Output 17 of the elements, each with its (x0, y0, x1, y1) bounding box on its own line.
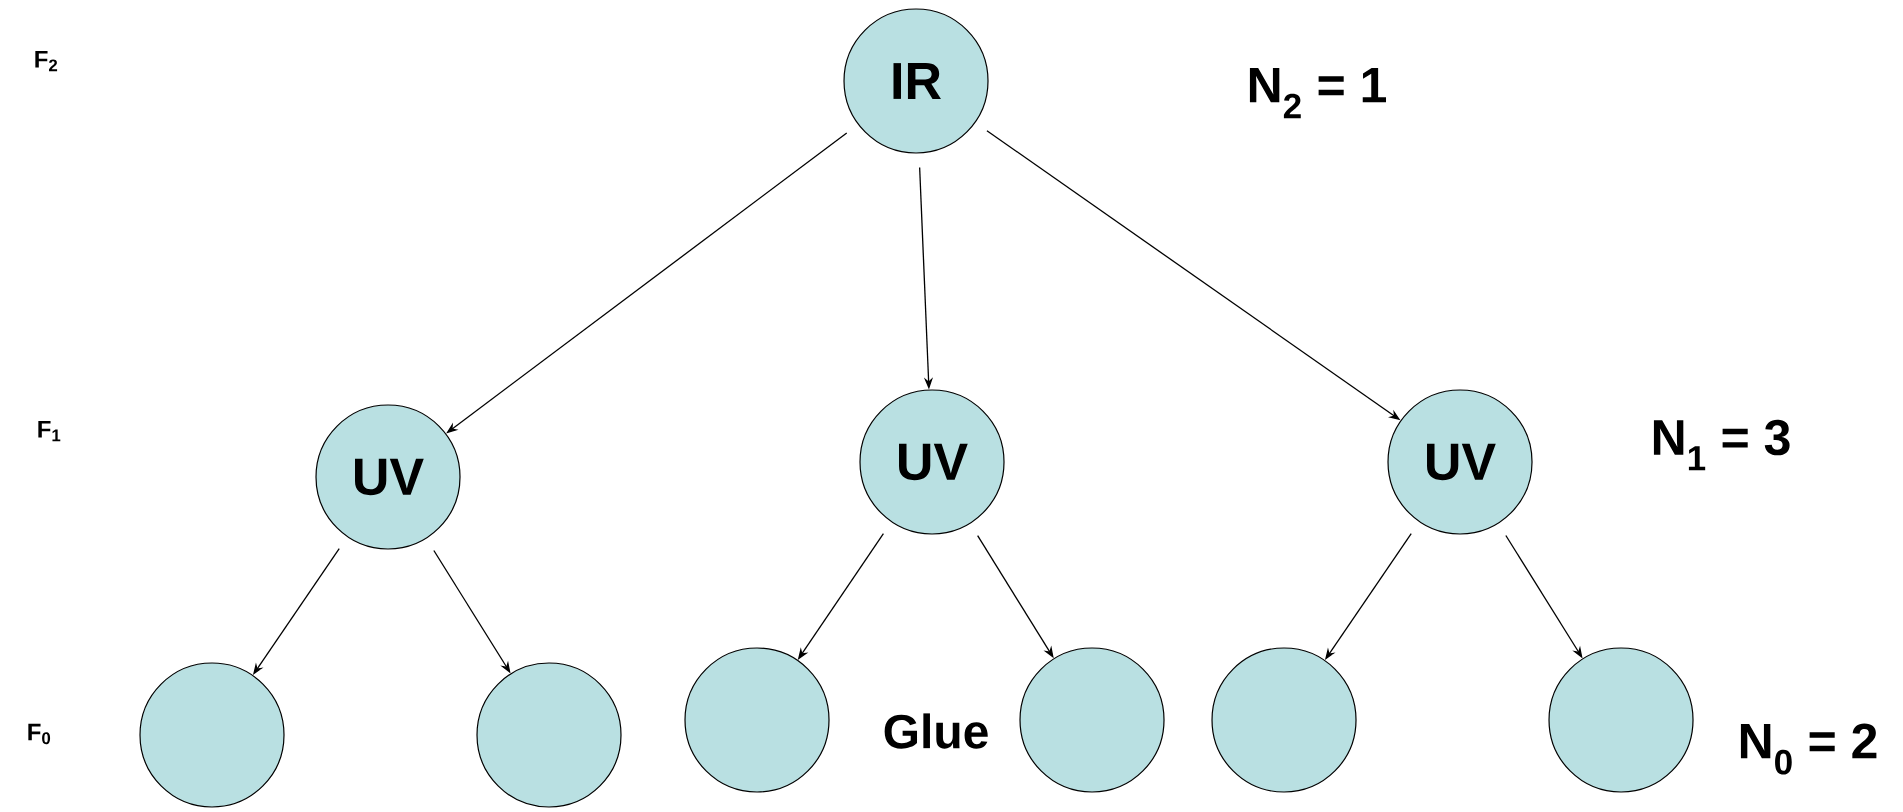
circle-node (476, 662, 622, 808)
level-label: N$_{1}$ = 3 (1653, 419, 1790, 471)
circle-node: UV (1387, 389, 1533, 535)
circle-node (139, 662, 285, 808)
circle-node: UV (315, 404, 461, 550)
level-label: N$_{2}$ = 1 (1249, 67, 1386, 119)
circle-node: IR (843, 8, 989, 154)
level-label: Glue (884, 713, 988, 749)
level-label: F$_{2}$ (35, 50, 58, 72)
circle-node (1019, 647, 1165, 793)
circle-node (1548, 647, 1694, 793)
level-label: N$_{0}$ = 2 (1740, 723, 1877, 775)
circle-node (1211, 647, 1357, 793)
circle-node: UV (859, 389, 1005, 535)
level-label: F$_{1}$ (38, 420, 61, 442)
circle-node (684, 647, 830, 793)
level-label: F$_{0}$ (28, 723, 51, 745)
